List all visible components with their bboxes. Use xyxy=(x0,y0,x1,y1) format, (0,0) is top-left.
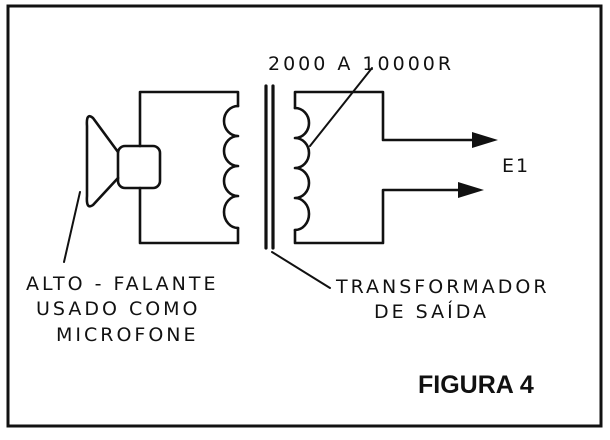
figure-title: FIGURA 4 xyxy=(418,371,534,399)
primary-coil xyxy=(222,104,240,230)
secondary-wire xyxy=(293,90,484,245)
loudspeaker-icon xyxy=(85,114,162,208)
transformer-label-line2: DE SAÍDA xyxy=(374,300,489,323)
impedance-label: 2000 A 10000R xyxy=(268,53,454,75)
transformer-core xyxy=(264,84,275,250)
secondary-coil xyxy=(293,106,311,232)
output-label: E1 xyxy=(502,155,530,177)
output-arrow-top xyxy=(472,132,498,148)
figure-frame xyxy=(6,4,603,428)
transformer-leader xyxy=(271,251,331,289)
primary-wire xyxy=(138,90,240,245)
speaker-label-line2: USADO COMO xyxy=(36,298,201,320)
speaker-label-line1: ALTO - FALANTE xyxy=(26,273,219,295)
impedance-leader xyxy=(309,67,373,147)
speaker-label-line3: MICROFONE xyxy=(56,324,199,346)
transformer-label-line1: TRANSFORMADOR xyxy=(335,276,550,298)
output-arrow-bottom xyxy=(458,182,484,198)
speaker-leader xyxy=(63,191,81,263)
